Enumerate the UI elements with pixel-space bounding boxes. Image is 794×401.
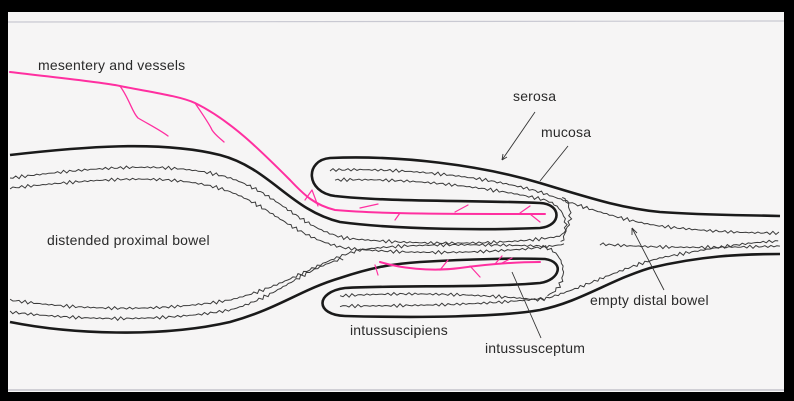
distal-pointer: [631, 227, 665, 291]
distal-arrowhead: [631, 227, 638, 235]
label-mucosa: mucosa: [541, 124, 591, 140]
label-intussusceptum: intussusceptum: [485, 340, 585, 356]
mucosa-lines: [9, 165, 780, 322]
mucosa-line: [599, 242, 780, 250]
upper-bowel-wall: [9, 144, 781, 231]
label-mesentery: mesentery and vessels: [38, 57, 185, 73]
mucosa-line: [339, 297, 545, 309]
label-distal-bowel: empty distal bowel: [590, 292, 709, 308]
pointer-lines: [501, 111, 665, 339]
lower-bowel-wall: [9, 252, 781, 334]
serosa-pointer: [501, 111, 536, 161]
mucosa-line: [329, 167, 780, 236]
mucosa-line: [9, 257, 344, 322]
intussusceptum-pointer: [511, 271, 542, 339]
mucosa-line: [9, 165, 573, 246]
mucosa-pointer: [539, 145, 569, 182]
mucosa-line: [9, 242, 565, 311]
label-intussuscipiens: intussuscipiens: [350, 322, 448, 338]
mucosa-line: [339, 239, 779, 302]
mucosa-line: [9, 177, 565, 255]
mesentery-vessels: [9, 71, 546, 278]
top-rule: [7, 20, 785, 23]
serosa-arrowhead: [501, 153, 508, 161]
mucosa-line: [334, 177, 568, 242]
label-serosa: serosa: [513, 88, 556, 104]
slide-background: [8, 12, 784, 392]
label-proximal-bowel: distended proximal bowel: [47, 232, 210, 248]
